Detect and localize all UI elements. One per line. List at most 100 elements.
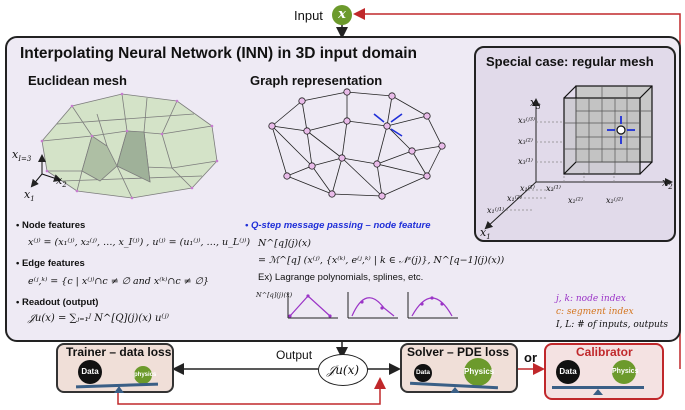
mesh-node [215,159,219,163]
mesh-line [61,175,203,182]
solver-data-ball: Data [414,364,432,382]
graph-node [343,117,351,125]
x3-tick-j3: x₃⁽ʲ³⁾ [518,116,535,125]
graph-node [373,160,381,168]
mesh-node [175,99,179,103]
graph-node [308,162,316,170]
trainer-feedback-line [117,377,386,405]
mesh-node [90,134,94,138]
message-formula-1: N^[q](j)(x) [258,238,311,249]
special-x1-label: x1 [480,226,491,242]
graph-node [338,154,346,162]
x2-tick-j2: x₂⁽ʲ²⁾ [606,196,623,205]
mesh-line [56,113,195,125]
mesh-node [130,196,134,200]
node-features-formula: x⁽ʲ⁾ = (x₁⁽ʲ⁾, x₂⁽ʲ⁾, …, x_I⁽ʲ⁾) , u⁽ʲ⁾ … [28,237,251,248]
readout-formula: 𝒥u(x) = ∑ⱼ₌₁ᴶ N^[Q](j)(x) u⁽ʲ⁾ [28,313,169,324]
x1-tick-2: x₁⁽²⁾ [507,194,522,203]
x2-tick-1: x₂⁽¹⁾ [546,184,561,193]
graph-node [303,127,311,135]
edge-features-formula: e⁽ʲ,ᵏ⁾ = {c | x⁽ʲ⁾∩c ≠ ∅ and x⁽ᵏ⁾∩c ≠ ∅} [28,276,209,287]
x3-tick-1: x₃⁽¹⁾ [518,157,533,166]
graph-node [388,92,396,100]
graph-node [283,172,291,180]
euclidean-mesh-figure [30,92,219,200]
special-x2-label: x2 [662,176,673,192]
plot-axes [407,292,458,319]
calibrator-balance-beam [552,386,644,389]
graph-node [328,190,336,198]
graph-node [383,122,391,130]
message-arrow [390,128,403,137]
graph-node [298,97,306,105]
graph-node [268,122,276,130]
trainer-balance-pivot [114,386,124,393]
mesh-node [70,104,74,108]
output-node: 𝒥u(x) [318,354,368,386]
graph-figure [268,88,446,200]
graph-node [423,112,431,120]
x2-tick-2: x₂⁽²⁾ [568,196,583,205]
calibrator-title: Calibrator [576,345,633,359]
special-title: Special case: regular mesh [486,54,654,69]
graph-title: Graph representation [250,73,383,88]
legend-segment-index: c: segment index [556,307,634,317]
output-symbol: 𝒥u(x) [326,363,360,377]
mesh-node [125,129,129,133]
input-label: Input [294,8,323,23]
graph-node [408,147,416,155]
node-features-label: • Node features [16,220,86,231]
mesh-shaded-face [116,130,151,183]
graph-node [378,192,386,200]
euclid-x2-label: x2 [56,174,67,190]
mesh-node [40,139,44,143]
graph-node [423,172,431,180]
inn-title: Interpolating Neural Network (INN) in 3D… [20,45,417,62]
mesh-shaded-face [81,135,118,182]
plot-axes [287,292,338,319]
input-symbol: x [338,7,346,22]
euclid-axis-x2 [41,173,62,182]
regular-mesh-figure [484,85,673,230]
regular-mesh-node [616,125,626,135]
or-label: or [524,350,537,365]
solver-balance-pivot [450,387,460,393]
mesh-node [190,186,194,190]
graph-node [438,142,446,150]
legend-inputs-outputs: I, L: # of inputs, outputs [556,320,668,330]
mesh-line [161,100,193,189]
trainer-physics-ball: physics [134,366,156,384]
calibrator-data-ball: Data [556,360,580,384]
solver-physics-ball: Physics [464,358,494,386]
mesh-node [45,169,49,173]
message-arrow [373,113,385,123]
euclidean-title: Euclidean mesh [28,73,127,88]
mesh-node [75,189,79,193]
trainer-title: Trainer – data loss [66,345,172,359]
special-axis-x1 [484,181,537,230]
input-node: x [332,5,352,25]
edge-features-label: • Edge features [16,258,85,269]
solver-title: Solver – PDE loss [407,345,510,359]
mesh-node [210,124,214,128]
readout-label: • Readout (output) [16,297,99,308]
calibrator-balance-pivot [593,389,603,395]
message-arrow [390,113,403,123]
output-label: Output [276,348,313,362]
x1-tick-1: x₁⁽¹⁾ [520,184,535,193]
trainer-data-ball: Data [78,360,102,384]
basis-function-plots [287,292,458,319]
euclid-x1-label: x1 [24,188,35,204]
graph-node [343,88,351,96]
legend-node-index: j, k: node index [556,294,626,304]
calibrator-physics-ball: Physics [612,360,638,384]
mesh-node [120,92,124,96]
euclid-axis-x1 [30,173,43,188]
special-x3-label: x3 [530,96,541,112]
message-passing-title: • Q-step message passing – node feature [245,220,431,231]
spline-basis-curve [411,297,453,317]
linear-basis-curve [289,295,331,317]
basis-plot-label: N^[q](j)(x) [256,291,293,299]
euclid-x3-label: xI=3 [12,148,32,164]
quadratic-basis-curve [351,297,395,317]
